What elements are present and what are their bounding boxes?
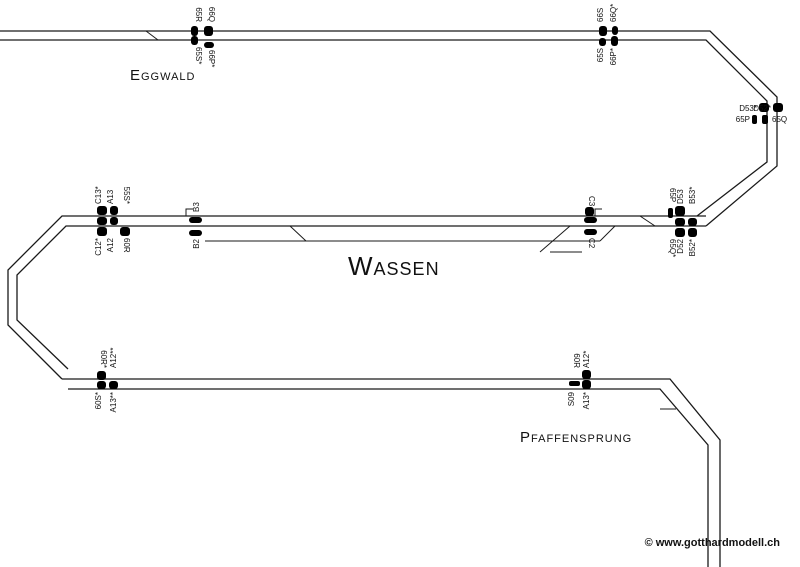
signal-lamp xyxy=(97,381,106,389)
signal-label: D53 xyxy=(676,189,685,204)
signal-lamp xyxy=(675,228,685,237)
signal-lamp xyxy=(204,42,214,48)
crossover-wassen-3 xyxy=(599,225,616,242)
signal-lamp xyxy=(612,26,618,35)
track-eggwald-upper xyxy=(0,30,778,227)
signal-label: 60S* xyxy=(94,392,103,409)
signal-lamp xyxy=(189,230,202,236)
station-name-eggwald: Eggwald xyxy=(130,67,196,84)
signal-label: 66Q xyxy=(207,7,216,22)
signal-lamp xyxy=(675,206,685,216)
signal-lamp xyxy=(773,103,783,112)
signal-lamp xyxy=(97,227,107,236)
signal-label: 65P xyxy=(668,188,677,202)
signal-label: C12* xyxy=(94,238,103,256)
track-wassen-2 xyxy=(16,225,706,370)
station-name-wassen: Wassen xyxy=(348,251,440,281)
signal-lamp xyxy=(582,380,591,389)
signal-lamp xyxy=(688,228,697,237)
signal-lamp xyxy=(97,206,107,215)
station-name-pfaffensprung: Pfaffensprung xyxy=(520,429,632,446)
signal-label: C2 xyxy=(587,238,596,249)
signal-label: 65R xyxy=(194,7,203,22)
signal-label: A13* xyxy=(582,392,591,409)
crossover-wassen-4 xyxy=(639,215,656,227)
signal-label: A13** xyxy=(109,392,118,412)
signal-label: D53* xyxy=(739,104,757,113)
crossover-wassen-1 xyxy=(289,225,307,242)
crossover-wassen-2 xyxy=(539,225,571,253)
signal-lamp xyxy=(668,208,673,218)
signal-label: B52* xyxy=(688,239,697,256)
signal-label: 65S* xyxy=(194,47,203,64)
signal-lamp xyxy=(759,103,769,112)
signal-lamp xyxy=(110,217,118,225)
signal-lamp xyxy=(191,36,198,45)
signal-label: 66P* xyxy=(207,50,216,67)
signal-lamp xyxy=(584,217,597,223)
signal-lamp xyxy=(109,381,118,389)
signal-lamp xyxy=(585,207,594,216)
signal-label: 55S* xyxy=(122,187,131,204)
signal-label: B3 xyxy=(192,202,201,212)
signal-label: D52* xyxy=(753,104,771,113)
signal-label: A12** xyxy=(109,348,118,368)
track-pfaff-upper xyxy=(62,378,721,567)
signal-lamp xyxy=(611,36,618,46)
track-lines xyxy=(0,30,778,567)
signal-lamp xyxy=(97,217,107,225)
signal-label: 66Q* xyxy=(609,4,618,22)
signal-label: B2 xyxy=(192,238,201,248)
signal-labels: 65R 66Q 65S* 66P* 66S 66Q* 65S 66P* D53*… xyxy=(94,4,787,413)
signal-lamp xyxy=(204,26,213,36)
signal-lamp xyxy=(599,26,607,36)
signal-label: C3 xyxy=(587,196,596,207)
signal-label: 65P xyxy=(736,115,750,124)
signal-lamp xyxy=(582,370,591,379)
signal-lamp xyxy=(688,218,697,226)
signal-lamp xyxy=(189,217,202,223)
track-eggwald-lower xyxy=(0,39,768,217)
signal-lamp xyxy=(110,206,118,215)
buffer-c3 xyxy=(594,208,602,216)
signal-lamp xyxy=(569,381,580,386)
signal-lamp xyxy=(762,115,768,124)
signal-label: B53* xyxy=(688,187,697,204)
track-wassen-1 xyxy=(7,215,706,380)
signal-label: 60R xyxy=(572,353,581,368)
signal-lamp xyxy=(120,227,130,236)
signal-label: 66S xyxy=(596,8,605,22)
signal-label: 65Q* xyxy=(668,239,677,257)
signal-lamp xyxy=(584,229,597,235)
signal-label: 65Q xyxy=(772,115,787,124)
signal-label: C13* xyxy=(94,186,103,204)
buffer-b3 xyxy=(185,208,193,216)
signal-markers xyxy=(97,26,783,389)
signal-label: D52 xyxy=(676,238,685,253)
signal-lamp xyxy=(599,38,606,46)
signal-lamp xyxy=(675,218,685,226)
track-pfaff-lower xyxy=(68,388,709,567)
signal-label: 65S xyxy=(596,48,605,62)
signal-label: A12* xyxy=(582,351,591,368)
copyright-notice[interactable]: © www.gotthardmodell.ch xyxy=(645,537,781,549)
signal-label: 60R* xyxy=(99,350,108,368)
signal-lamp xyxy=(97,371,106,380)
signal-label: A12 xyxy=(106,237,115,252)
signal-label: 60R xyxy=(122,238,131,253)
signal-lamp xyxy=(191,26,198,36)
signal-lamp xyxy=(752,115,757,124)
signal-label: S09 xyxy=(567,391,576,406)
signal-label: 66P* xyxy=(609,48,618,65)
crossover-eggwald xyxy=(145,30,159,41)
signal-label: A13 xyxy=(106,189,115,204)
